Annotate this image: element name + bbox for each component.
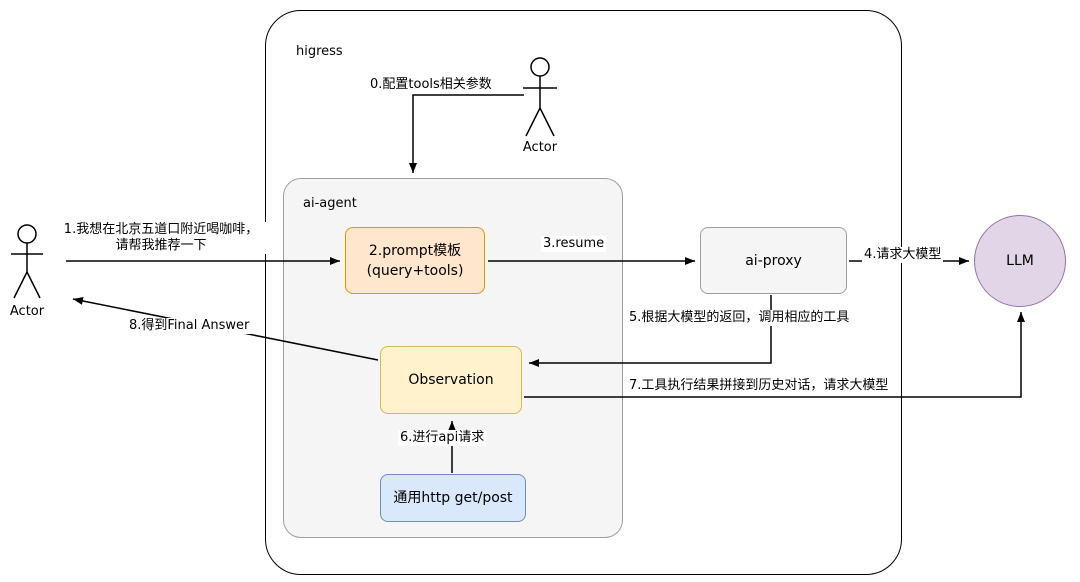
ai-agent-label: ai-agent xyxy=(303,196,357,211)
edge-label-step-6: 6.进行api请求 xyxy=(398,430,487,446)
prompt-template-line2: (query+tools) xyxy=(366,262,464,279)
edge-label-step-1-line1: 1.我想在北京五道口附近喝咖啡， xyxy=(55,222,267,238)
edge-label-step-1: 1.我想在北京五道口附近喝咖啡， 请帮我推荐一下 xyxy=(55,222,267,254)
http-tool-label: 通用http get/post xyxy=(393,490,513,506)
edge-label-step-4: 4.请求大模型 xyxy=(862,247,944,263)
prompt-template-line1: 2.prompt模板 xyxy=(368,242,462,259)
actor-left-person-icon xyxy=(11,224,43,299)
llm-node: LLM xyxy=(974,215,1066,307)
actor-top-person-icon xyxy=(523,57,557,137)
actor-left-label: Actor xyxy=(9,304,45,319)
prompt-template-node: 2.prompt模板 (query+tools) xyxy=(345,227,485,294)
observation-node: Observation xyxy=(380,346,522,414)
higress-label: higress xyxy=(296,44,343,59)
edge-label-step-7: 7.工具执行结果拼接到历史对话，请求大模型 xyxy=(627,378,891,394)
edge-label-step-3: 3.resume xyxy=(541,236,607,252)
higress-container xyxy=(265,10,902,575)
observation-label: Observation xyxy=(408,372,494,388)
edge-label-step-1-line2: 请帮我推荐一下 xyxy=(55,238,267,254)
actor-top-label: Actor xyxy=(522,140,558,155)
edge-label-step-5: 5.根据大模型的返回，调用相应的工具 xyxy=(627,310,852,326)
http-tool-node: 通用http get/post xyxy=(380,474,526,522)
edge-label-step-0: 0.配置tools相关参数 xyxy=(368,77,494,93)
edge-label-step-8: 8.得到Final Answer xyxy=(127,318,252,334)
ai-proxy-label: ai-proxy xyxy=(745,252,802,269)
llm-label: LLM xyxy=(1006,253,1034,269)
ai-proxy-node: ai-proxy xyxy=(700,227,847,294)
